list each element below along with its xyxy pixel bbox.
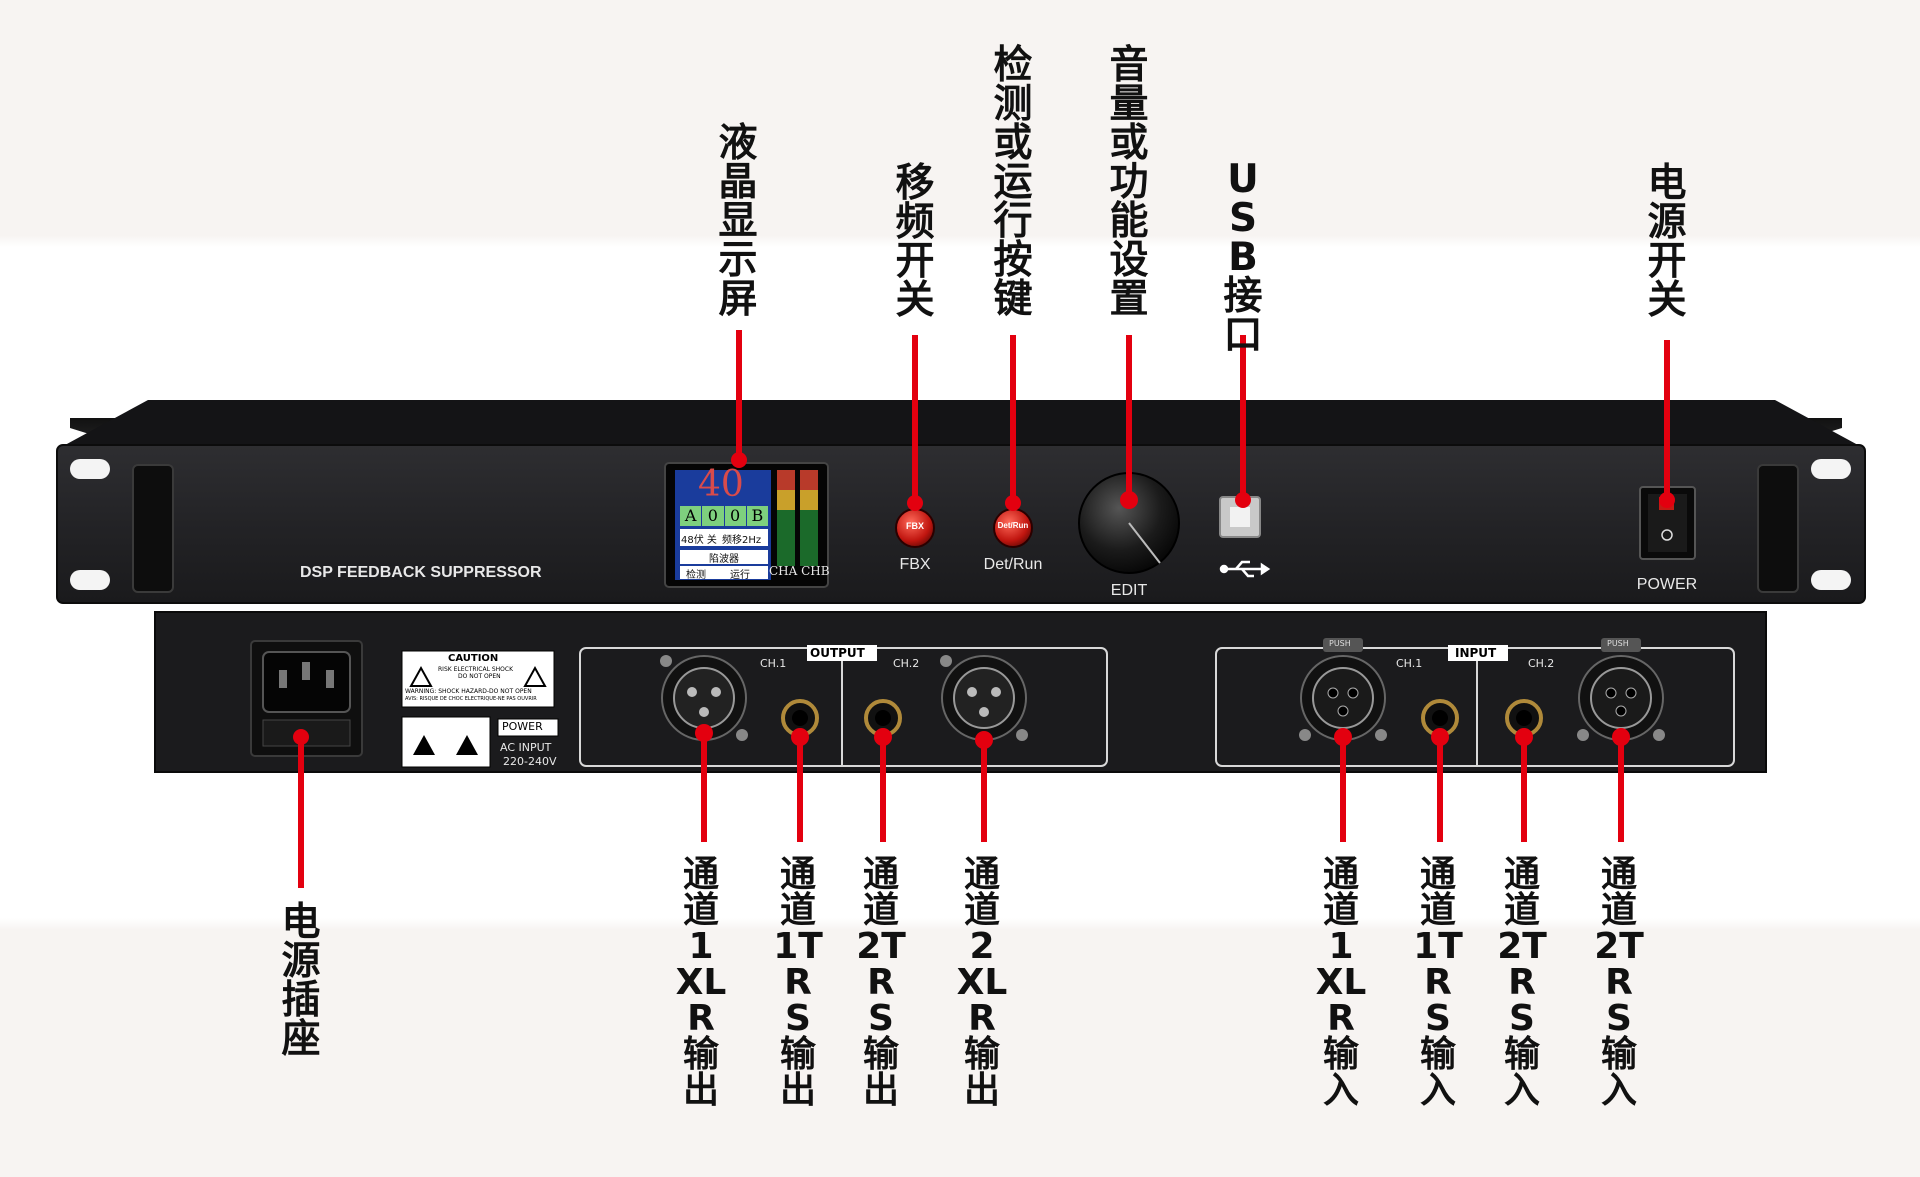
lcd-cell: B — [751, 506, 764, 525]
lcd-row4-right: 运行 — [730, 570, 750, 581]
power-box-label: POWER — [502, 720, 543, 733]
rack-handle — [1757, 464, 1799, 593]
callout-ch1-trs-out: 通道1TRS输出 — [773, 854, 823, 1111]
rack-slot — [1811, 570, 1851, 590]
lcd-row3: 陷波器 — [709, 554, 739, 565]
callout-power-switch: 电源开关 — [1647, 161, 1687, 323]
power-label: POWER — [1636, 576, 1698, 593]
lcd-row2-right: 频移2Hz — [722, 535, 762, 546]
lcd-cell: 0 — [725, 506, 747, 526]
callout-lcd-display: 液晶显示屏 — [718, 121, 758, 322]
detrun-label: Det/Run — [983, 556, 1043, 573]
warning-symbols — [401, 716, 491, 768]
callout-dots — [293, 452, 1675, 749]
caution-line2: DO NOT OPEN — [458, 673, 501, 680]
rack-slot — [70, 459, 110, 479]
xlr-out-ch1[interactable] — [660, 655, 748, 741]
usb-icon — [1219, 560, 1271, 578]
lcd-cell: 0 — [702, 506, 725, 526]
input-ch2-label: CH.2 — [1528, 657, 1555, 670]
callout-ch2-trs-in: 通道2TRS输入 — [1497, 854, 1547, 1111]
voltage-label: 220-240V — [503, 755, 557, 768]
callout-detect-run: 检测或运行按键 — [993, 43, 1033, 322]
output-label: OUTPUT — [810, 646, 865, 660]
callout-fbx-switch: 移频开关 — [895, 161, 935, 323]
push-label: PUSH — [1607, 639, 1629, 648]
xlr-out-ch2[interactable] — [940, 655, 1028, 741]
callout-ch2-trs-out: 通道2TRS输出 — [856, 854, 906, 1111]
lcd-big-number: 40 — [698, 464, 744, 505]
caution-line1: RISK ELECTRICAL SHOCK — [438, 666, 514, 673]
fbx-button-text: FBX — [906, 521, 924, 531]
push-label: PUSH — [1329, 639, 1351, 648]
rack-slot — [1811, 459, 1851, 479]
rack-slot — [70, 570, 110, 590]
callout-ch1-xlr-in: 通道1XLR输入 — [1315, 854, 1367, 1111]
xlr-in-ch2[interactable] — [1577, 638, 1665, 741]
lcd-cells: A 0 0 B — [680, 506, 768, 526]
input-ch1-label: CH.1 — [1396, 657, 1423, 670]
callout-volume-function: 音量或功能设置 — [1109, 43, 1149, 322]
rack-handle — [132, 464, 174, 593]
input-label: INPUT — [1455, 646, 1497, 660]
output-ch2-label: CH.2 — [893, 657, 920, 670]
ac-input-label: AC INPUT — [500, 741, 552, 754]
warning-line1: WARNING: SHOCK HAZARD-DO NOT OPEN — [405, 688, 532, 695]
detrun-button-text: Det/Run — [997, 521, 1029, 530]
trs-out-ch2[interactable] — [864, 699, 902, 737]
warning-line2: AVIS: RISQUE DE CHOC ELECTRIQUE-NE PAS O… — [405, 696, 537, 702]
caution-title: CAUTION — [448, 653, 499, 664]
output-ch1-label: CH.1 — [760, 657, 787, 670]
callout-lines — [298, 330, 1670, 888]
callout-power-socket: 电源插座 — [281, 900, 321, 1062]
lcd-row2-left: 48伏 关 — [681, 535, 717, 546]
front-panel — [56, 444, 1866, 604]
model-label: DSP FEEDBACK SUPPRESSOR — [300, 564, 542, 581]
callout-ch1-trs-in: 通道1TRS输入 — [1413, 854, 1463, 1111]
level-meters — [777, 470, 818, 566]
callout-usb-port: USB接口 — [1223, 157, 1263, 358]
callout-ch2-xlr-out: 通道2XLR输出 — [956, 854, 1008, 1111]
edit-label: EDIT — [1110, 582, 1148, 599]
fbx-label: FBX — [899, 556, 931, 573]
callout-ch1-xlr-out: 通道1XLR输出 — [675, 854, 727, 1111]
lcd-row4-left: 检测 — [686, 570, 706, 581]
callout-ch2-trs-in-right: 通道2TRS输入 — [1594, 854, 1644, 1111]
lcd-meter-caption: CHA CHB — [769, 564, 830, 578]
lcd-cell: A — [680, 506, 703, 526]
